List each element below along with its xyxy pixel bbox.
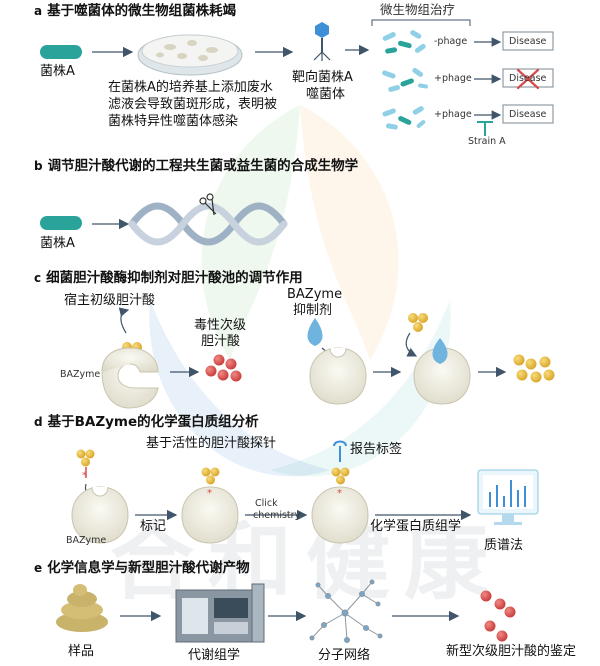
molecular-network-label: 分子网络 bbox=[318, 648, 371, 663]
mass-spec-monitor-icon bbox=[477, 469, 539, 525]
cross-icon bbox=[516, 68, 540, 90]
microbiome-cluster-2 bbox=[382, 67, 428, 92]
bazyme-label-c: BAZyme bbox=[60, 369, 101, 380]
strain-a-small-label: Strain A bbox=[468, 136, 506, 147]
bazyme-label-d: BAZyme bbox=[66, 535, 107, 546]
plaque-desc-line-1: 在菌株A的培养基上添加废水 bbox=[108, 80, 273, 95]
scissors-icon bbox=[199, 193, 217, 216]
microbiome-cluster-1 bbox=[382, 30, 426, 54]
section-e-letter: e bbox=[34, 561, 43, 575]
probe-cluster-3: * bbox=[331, 467, 350, 499]
section-e-heading: e 化学信息学与新型胆汁酸代谢产物 bbox=[34, 560, 250, 576]
sample-label: 样品 bbox=[68, 644, 95, 659]
chemoproteomics-label: 化学蛋白质组学 bbox=[370, 519, 462, 534]
section-c-letter: c bbox=[34, 271, 42, 285]
bazyme-enzyme-1 bbox=[101, 347, 159, 409]
svg-text:*: * bbox=[82, 471, 87, 481]
row-3-outcome: Disease bbox=[509, 109, 547, 120]
gold-bile-acid-cluster-3 bbox=[513, 354, 555, 383]
section-b-title: 调节胆汁酸代谢的工程共生菌或益生菌的合成生物学 bbox=[47, 158, 359, 174]
section-d-heading: d 基于BAZyme的化学蛋白质组分析 bbox=[34, 414, 259, 430]
stool-sample-icon bbox=[56, 584, 108, 632]
d-enzyme-1 bbox=[71, 486, 129, 544]
microbiome-cluster-3 bbox=[382, 106, 426, 130]
row-1-outcome: Disease bbox=[509, 36, 547, 47]
reporter-tag-icon bbox=[333, 440, 347, 462]
strain-a-bacterium bbox=[40, 45, 82, 59]
d-enzyme-2 bbox=[181, 486, 239, 544]
row-2-phage: +phage bbox=[434, 73, 472, 84]
section-a-heading: a 基于噬菌体的微生物组菌株耗竭 bbox=[34, 3, 236, 19]
click-chemistry-line-1: Click bbox=[255, 498, 278, 509]
svg-text:*: * bbox=[207, 488, 212, 499]
red-bile-acid-cluster-1 bbox=[205, 354, 242, 382]
plaque-desc-line-2: 滤液会导致菌斑形成，表明被 bbox=[108, 97, 278, 112]
petri-dish-icon bbox=[137, 34, 243, 76]
therapy-title: 微生物组治疗 bbox=[380, 2, 456, 17]
section-a-letter: a bbox=[34, 4, 43, 18]
row-1-phage: -phage bbox=[434, 36, 468, 47]
section-c-title: 细菌胆汁酸酶抑制剂对胆汁酸池的调节作用 bbox=[46, 270, 303, 286]
mass-spec-label: 质谱法 bbox=[484, 538, 524, 553]
disease-box-1 bbox=[502, 31, 554, 51]
inhibitor-drop-icon bbox=[307, 318, 323, 346]
section-b-heading: b 调节胆汁酸代谢的工程共生菌或益生菌的合成生物学 bbox=[34, 158, 358, 174]
strain-a-bacterium-b bbox=[40, 216, 82, 230]
bazyme-enzyme-2 bbox=[309, 347, 367, 405]
section-b-letter: b bbox=[34, 159, 43, 173]
section-a-title: 基于噬菌体的微生物组菌株耗竭 bbox=[47, 3, 237, 19]
row-2-outcome: Disease bbox=[509, 73, 547, 84]
molecular-network-icon bbox=[309, 579, 383, 643]
metabolomics-label: 代谢组学 bbox=[188, 648, 241, 663]
novel-bile-acid-cluster bbox=[480, 590, 516, 642]
section-e-title: 化学信息学与新型胆汁酸代谢产物 bbox=[47, 560, 250, 576]
primary-bile-acid-label: 宿主初级胆汁酸 bbox=[64, 293, 156, 308]
gold-bile-acid-cluster-2 bbox=[408, 313, 428, 332]
inhibitor-label-line-1: BAZyme bbox=[287, 287, 343, 302]
disease-box-3 bbox=[502, 104, 554, 124]
phage-label-line-2: 噬菌体 bbox=[306, 87, 346, 102]
lcms-instrument-icon bbox=[175, 583, 265, 643]
section-c-heading: c 细菌胆汁酸酶抑制剂对胆汁酸池的调节作用 bbox=[34, 270, 303, 286]
strain-a-label-b: 菌株A bbox=[40, 236, 75, 251]
svg-text:*: * bbox=[337, 488, 342, 499]
row-3-phage: +phage bbox=[434, 109, 472, 120]
reporter-tag-label: 报告标签 bbox=[350, 442, 403, 457]
toxic-label-line-2: 胆汁酸 bbox=[201, 334, 241, 349]
section-d-title: 基于BAZyme的化学蛋白质组分析 bbox=[47, 414, 259, 430]
probe-cluster-2: * bbox=[201, 467, 220, 499]
dna-helix-icon bbox=[128, 202, 288, 246]
probe-cluster-1: * bbox=[76, 449, 95, 481]
strain-a-label: 菌株A bbox=[40, 64, 75, 79]
labeling-step-label: 标记 bbox=[140, 519, 167, 534]
section-d-letter: d bbox=[34, 415, 43, 429]
phage-icon bbox=[313, 22, 331, 61]
inhibitor-label-line-2: 抑制剂 bbox=[293, 303, 333, 318]
novel-bile-acid-label: 新型次级胆汁酸的鉴定 bbox=[446, 644, 577, 659]
inhibitor-drop-bound bbox=[432, 338, 448, 364]
probe-label: 基于活性的胆汁酸探针 bbox=[146, 436, 277, 451]
click-chemistry-line-2: chemistry bbox=[253, 510, 301, 521]
bazyme-enzyme-3 bbox=[413, 347, 471, 405]
d-enzyme-3 bbox=[311, 486, 369, 544]
inhibition-icon bbox=[477, 121, 493, 136]
plaque-desc-line-3: 菌株特异性噬菌体感染 bbox=[108, 114, 239, 129]
toxic-label-line-1: 毒性次级 bbox=[194, 318, 247, 333]
phage-label-line-1: 靶向菌株A bbox=[292, 70, 353, 85]
watermark-text: 合和健康 bbox=[110, 513, 503, 611]
